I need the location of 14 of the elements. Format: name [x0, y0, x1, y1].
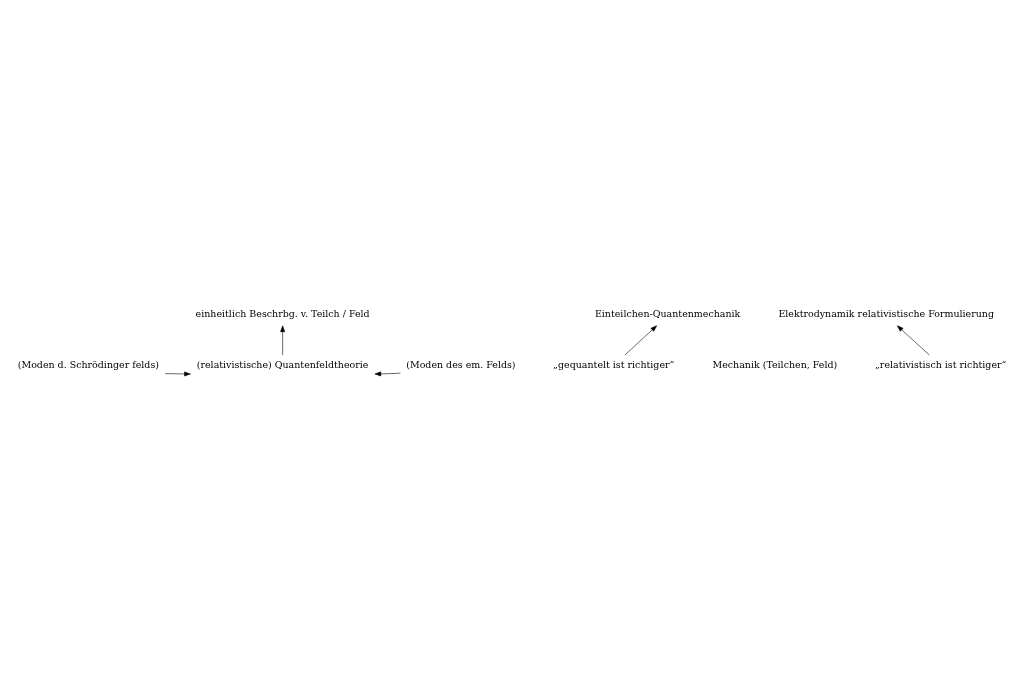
node-text: (relativistische) Quantenfeldtheorie	[196, 358, 369, 370]
arrow	[897, 324, 930, 355]
arrow	[280, 324, 285, 355]
node-text: einheitlich Beschrbg. v. Teilch / Feld	[195, 307, 370, 319]
node-text: „gequantelt ist richtiger“	[553, 358, 675, 370]
arrow	[624, 324, 657, 355]
arrow	[374, 371, 401, 376]
node-text: Einteilchen-Quantenmechanik	[594, 307, 741, 319]
node-text: Mechanik (Teilchen, Feld)	[712, 358, 838, 370]
node-text: (Moden des em. Felds)	[406, 358, 516, 370]
node-text: „relativistisch ist richtiger“	[874, 358, 1007, 370]
arrow	[164, 371, 191, 376]
node-text: Elektrodynamik relativistische Formulierung	[778, 307, 994, 319]
node-text: (Moden d. Schrödinger felds)	[17, 358, 159, 370]
